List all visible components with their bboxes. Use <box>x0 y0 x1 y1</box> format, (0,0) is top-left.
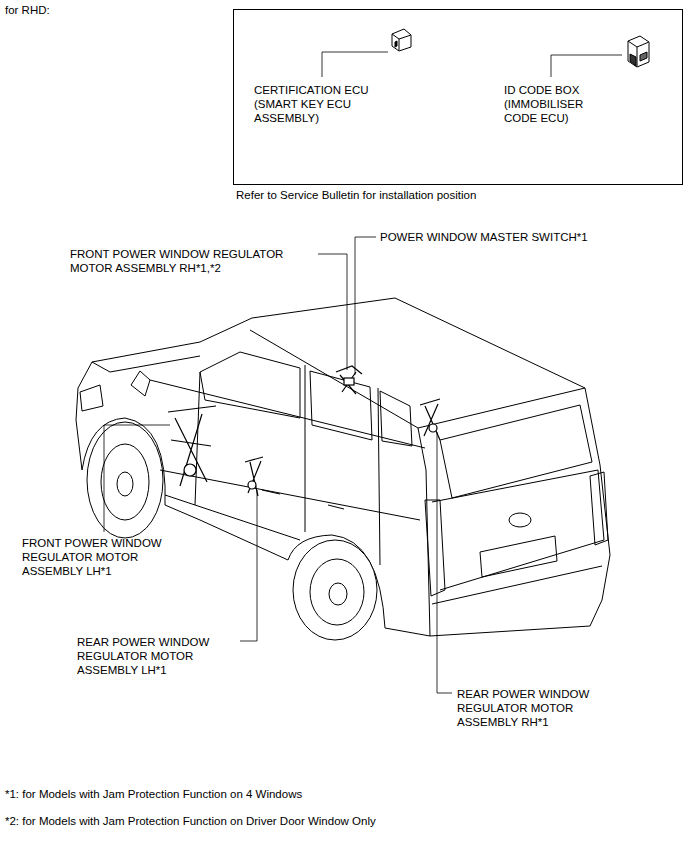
note: for RHD: <box>5 3 50 17</box>
vehicle-wheels <box>310 559 364 625</box>
ecu-icons <box>392 29 649 67</box>
window-regulator-parts <box>168 406 216 486</box>
vehicle-details <box>418 428 430 636</box>
vehicle-details <box>509 513 531 527</box>
vehicle-details <box>80 330 608 636</box>
ecu-icons <box>392 34 411 51</box>
vehicle-details <box>418 388 585 428</box>
vehicle-details <box>150 380 425 448</box>
vehicle-wheels <box>329 583 347 605</box>
vehicle-body <box>76 298 610 636</box>
vehicle-wheels <box>87 422 163 538</box>
leader-line <box>104 52 622 693</box>
vehicle-details <box>378 388 380 565</box>
window-regulator-parts <box>429 424 437 432</box>
vehicle-wheels <box>101 444 149 520</box>
vehicle-details <box>440 405 592 498</box>
vehicle-details <box>305 365 306 532</box>
leader-line <box>551 55 622 77</box>
leader-line <box>318 254 347 370</box>
ecu-icons <box>392 29 411 51</box>
vehicle-details <box>262 490 280 494</box>
ecu-icons <box>395 41 397 47</box>
part-label: ID CODE BOX (IMMOBILISER CODE ECU) <box>504 83 599 125</box>
window-regulator-parts <box>245 457 263 496</box>
part-label: REAR POWER WINDOW REGULATOR MOTOR ASSEMB… <box>77 635 237 677</box>
vehicle-details <box>92 356 200 372</box>
window-regulator-parts <box>248 481 256 489</box>
ecu-icons <box>628 36 649 67</box>
window-regulator-parts <box>344 378 354 385</box>
part-label: POWER WINDOW MASTER SWITCH*1 <box>380 230 588 244</box>
vehicle-details <box>380 391 412 446</box>
vehicle-wheels <box>117 472 133 496</box>
part-label: FRONT POWER WINDOW REGULATOR MOTOR ASSEM… <box>70 247 310 275</box>
vehicle-details <box>131 371 150 396</box>
leader-line <box>322 52 388 77</box>
vehicle-details <box>328 505 344 509</box>
window-regulator-parts <box>184 464 196 476</box>
leader-line <box>355 237 376 375</box>
part-label: CERTIFICATION ECU (SMART KEY ECU ASSEMBL… <box>254 83 379 125</box>
ecu-icons <box>630 54 636 66</box>
part-label: FRONT POWER WINDOW REGULATOR MOTOR ASSEM… <box>22 536 182 578</box>
vehicle-details <box>432 470 604 590</box>
vehicle-details <box>480 536 557 577</box>
vehicle-details <box>80 385 103 411</box>
vehicle-details <box>200 352 300 418</box>
vehicle-details <box>310 371 372 440</box>
vehicle-details <box>165 495 300 540</box>
leader-line <box>104 425 170 532</box>
leader-line <box>437 432 452 693</box>
vehicle-wheels <box>293 540 377 640</box>
vehicle-body <box>76 298 610 636</box>
vehicle-details <box>160 470 420 520</box>
vehicle-details <box>195 372 200 505</box>
vehicle-details <box>432 566 602 604</box>
window-regulator-parts <box>168 366 440 496</box>
vehicle-wheels <box>87 422 377 640</box>
location-box: CERTIFICATION ECU (SMART KEY ECU ASSEMBL… <box>233 9 683 185</box>
ecu-icons <box>640 52 647 61</box>
window-regulator-parts <box>336 366 362 394</box>
footnote: *1: for Models with Jam Protection Funct… <box>5 787 302 801</box>
vehicle-details <box>590 472 608 545</box>
leader-line <box>240 490 257 641</box>
part-label: REAR POWER WINDOW REGULATOR MOTOR ASSEMB… <box>457 687 617 729</box>
footnote: *2: for Models with Jam Protection Funct… <box>5 814 376 828</box>
ecu-icons <box>628 41 649 67</box>
vehicle-details <box>425 500 445 596</box>
note: Refer to Service Bulletin for installati… <box>236 188 476 202</box>
